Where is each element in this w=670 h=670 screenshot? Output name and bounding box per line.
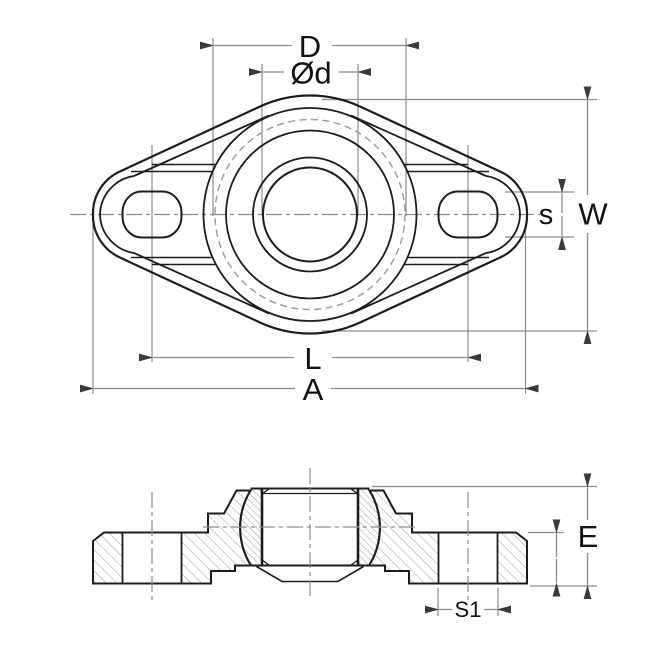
bearing-circles bbox=[202, 107, 418, 322]
bolt-hole-right bbox=[437, 190, 499, 239]
inner-diagonal-top-right bbox=[350, 114, 487, 177]
section-dimension-lines bbox=[425, 473, 592, 614]
label-s1: S1 bbox=[455, 597, 482, 622]
label-E: E bbox=[578, 519, 599, 554]
section-view: E S1 bbox=[92, 468, 599, 622]
flange-outer-contour bbox=[91, 94, 529, 335]
label-s: s bbox=[539, 199, 554, 231]
bore-circle bbox=[262, 166, 358, 263]
top-view: D Ød s W L A bbox=[70, 29, 608, 407]
inner-diagonal-bottom-right bbox=[350, 252, 487, 315]
inner-diagonal-top-left bbox=[133, 114, 270, 177]
section-centerlines bbox=[151, 468, 469, 601]
top-view-dimension-lines bbox=[80, 41, 592, 393]
seat-dashed-circle bbox=[214, 118, 406, 311]
outer-ring-circle bbox=[225, 129, 395, 300]
bolt-hole-left bbox=[121, 190, 183, 239]
flange-inner-contour-left-cap bbox=[99, 175, 135, 254]
sphere-arc-right bbox=[368, 489, 381, 567]
top-view-extension-lines bbox=[70, 38, 597, 394]
outer-ring-section-right-hatch bbox=[358, 488, 380, 566]
label-Od: Ød bbox=[290, 56, 331, 91]
flange-inner-contour-right-cap bbox=[485, 175, 521, 254]
bore-chamfer-corners bbox=[261, 488, 359, 566]
label-L: L bbox=[304, 341, 321, 376]
sphere-arc-left bbox=[239, 489, 252, 567]
inner-ring-circle bbox=[252, 156, 368, 273]
inner-diagonal-bottom-left bbox=[133, 252, 270, 315]
label-W: W bbox=[578, 197, 608, 232]
label-D: D bbox=[299, 29, 321, 64]
flange-body bbox=[91, 94, 529, 335]
housing-boss-inner-circle bbox=[202, 107, 418, 322]
label-A: A bbox=[303, 372, 324, 407]
